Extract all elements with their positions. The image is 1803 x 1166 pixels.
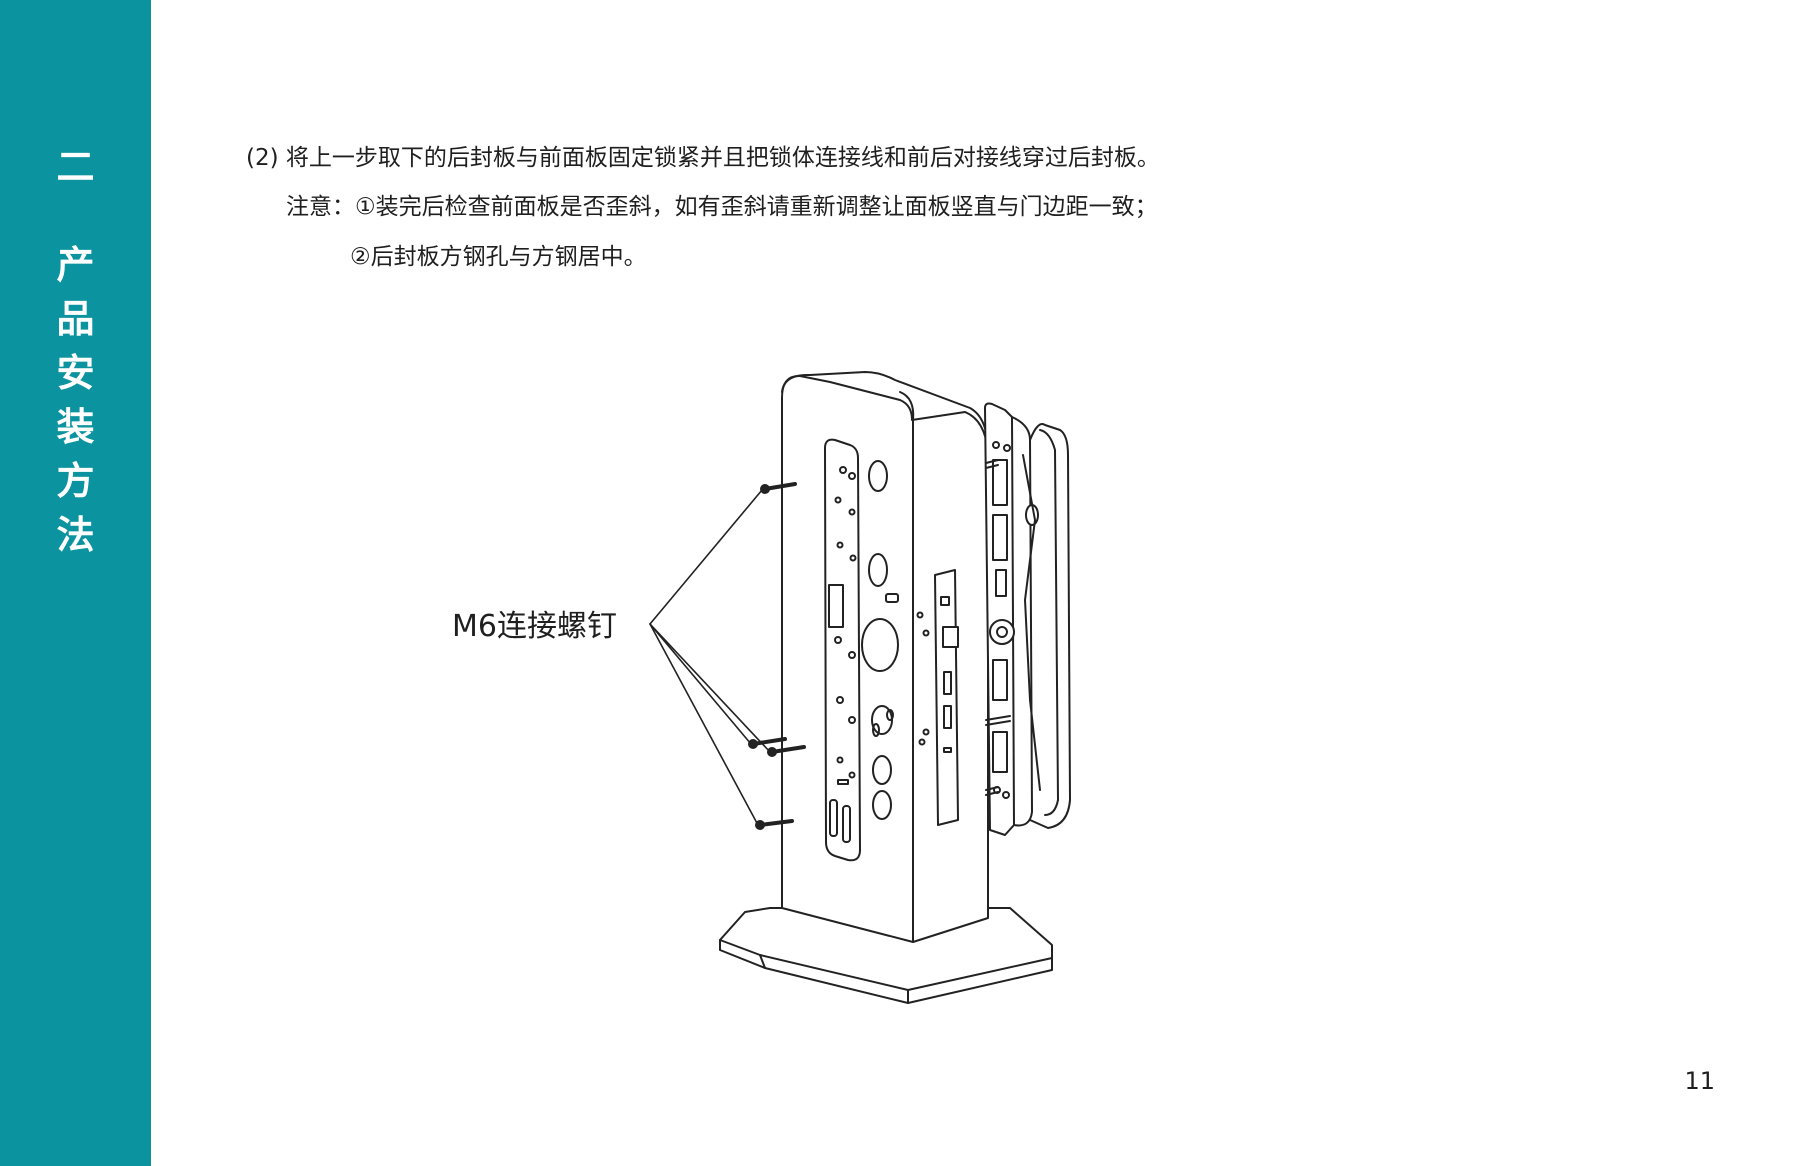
m6-screw (767, 745, 806, 757)
chapter-title-char: 方 (56, 459, 95, 503)
chapter-title-char: 安 (56, 351, 95, 395)
front-lock-panel (984, 402, 1071, 836)
m6-screws (748, 482, 806, 830)
chapter-title-char: 装 (56, 405, 95, 449)
m6-screw (755, 819, 794, 830)
m6-screw (760, 482, 797, 494)
chapter-title: 二 产 品 安 装 方 法 (0, 140, 151, 562)
callout-leader-lines (649, 489, 771, 826)
mounting-studs (985, 459, 1011, 796)
step-instruction: (2) 将上一步取下的后封板与前面板固定锁紧并且把锁体连接线和前后对接线穿过后封… (246, 145, 1160, 171)
screw-callout-label: M6连接螺钉 (452, 609, 617, 644)
chapter-number: 二 (56, 145, 95, 189)
chapter-sidebar: 二 产 品 安 装 方 法 (0, 0, 151, 1166)
note-line-1: 注意：①装完后检查前面板是否歪斜，如有歪斜请重新调整让面板竖直与门边距一致； (286, 194, 1158, 220)
chapter-title-char: 产 (56, 243, 95, 287)
note-line-2: ②后封板方钢孔与方钢居中。 (350, 244, 647, 270)
page-number: 11 (1684, 1067, 1715, 1095)
front-mounting-plate (824, 438, 861, 862)
chapter-title-char: 品 (56, 297, 95, 341)
chapter-title-char: 法 (56, 513, 95, 557)
door-holes (861, 460, 899, 820)
mortise-lock-body (916, 569, 959, 826)
door-block (781, 371, 989, 943)
m6-screw (748, 737, 787, 749)
